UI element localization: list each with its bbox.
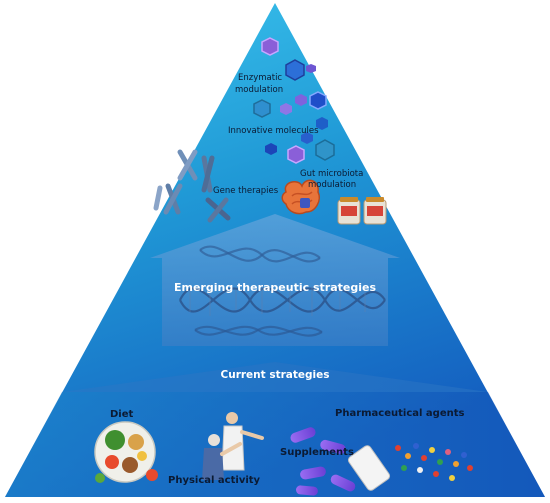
label-current-strategies: Current strategies: [221, 369, 330, 381]
supplement-jar-icon: [337, 197, 387, 225]
label-supplements: Supplements: [280, 447, 354, 458]
chromosome-icon: [153, 149, 231, 223]
label-gut-line2: modulation: [308, 180, 356, 190]
label-enzymatic-line1: Enzymatic: [238, 73, 282, 83]
label-enzymatic-line2: modulation: [235, 85, 283, 95]
food-plate-icon: [94, 421, 158, 483]
pill-bottle-icon: [347, 443, 473, 491]
label-emerging-strategies: Emerging therapeutic strategies: [174, 281, 376, 294]
label-gut-line1: Gut microbiota: [300, 169, 363, 179]
exercise-people-icon: [202, 412, 264, 480]
hexagon-molecule-icon: [253, 37, 335, 164]
emerging-strategies-house: [150, 214, 400, 346]
current-strategies-roof: [62, 362, 488, 392]
label-pharmaceutical-agents: Pharmaceutical agents: [335, 408, 465, 419]
label-physical-activity: Physical activity: [168, 475, 261, 486]
label-innovative-molecules: Innovative molecules: [228, 126, 319, 136]
intestine-icon: [281, 179, 320, 215]
dna-helix-icon: [179, 245, 386, 337]
label-diet: Diet: [110, 409, 134, 420]
capsule-icon: [290, 427, 356, 496]
label-gene-therapies: Gene therapies: [213, 186, 279, 196]
